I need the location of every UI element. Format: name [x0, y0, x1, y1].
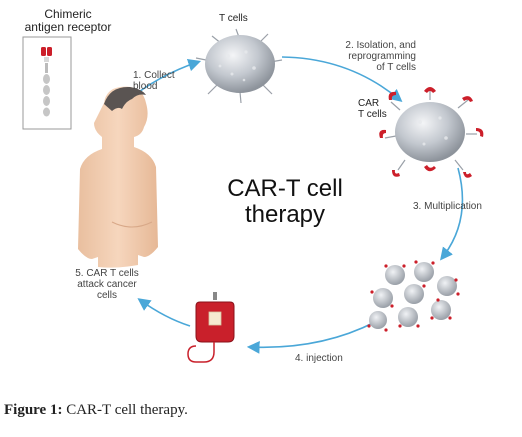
diagram-title-line2: therapy — [244, 200, 326, 228]
diagram-title: CAR-T cell therapy — [210, 176, 360, 228]
step-5-line1: 5. CAR T cells — [75, 268, 139, 279]
step-5-label: 5. CAR T cells attack cancer cells — [62, 268, 152, 302]
receptor-label: Chimeric antigen receptor — [18, 7, 118, 35]
chimeric-receptor-icon — [22, 36, 72, 130]
arrow-multiplication — [440, 167, 464, 261]
t-cell-icon — [195, 28, 283, 104]
step-2-line1: 2. Isolation, and — [345, 40, 416, 51]
diagram-title-line1: CAR-T cell — [227, 175, 343, 202]
step-1-label: 1. Collect blood — [133, 70, 175, 92]
caption-label: Figure 1: — [4, 402, 63, 418]
blood-bag-icon — [187, 292, 235, 363]
caption-text: CAR-T cell therapy. — [66, 402, 188, 418]
receptor-label-line2: antigen receptor — [24, 20, 112, 35]
step-5-line2: attack cancer — [77, 279, 137, 291]
step-1-line1: 1. Collect — [133, 70, 175, 81]
step-4-label: 4. injection — [295, 353, 343, 364]
car-t-cells-label: CAR T cells — [358, 98, 387, 120]
arrow-injection — [246, 321, 376, 354]
step-3-label: 3. Multiplication — [413, 201, 482, 212]
car-t-cell-icon — [379, 87, 484, 178]
arrow-attack — [137, 298, 191, 327]
arrow-isolation — [281, 56, 403, 103]
step-1-line2: blood — [133, 81, 158, 93]
step-5-line3: cells — [96, 290, 117, 302]
step-2-line2: reprogramming — [348, 51, 416, 63]
step-2-line3: of T cells — [376, 62, 416, 74]
car-t-label-line2: T cells — [358, 109, 387, 121]
t-cells-label: T cells — [219, 13, 248, 24]
step-2-label: 2. Isolation, and reprogramming of T cel… — [296, 40, 416, 74]
receptor-label-line1: Chimeric — [44, 7, 92, 21]
car-t-label-line1: CAR — [358, 98, 380, 109]
figure-caption: Figure 1: CAR-T cell therapy. — [4, 402, 188, 419]
flow-arrows — [114, 56, 464, 354]
multiplied-cells-cluster — [367, 260, 460, 332]
patient-figure — [78, 86, 158, 268]
